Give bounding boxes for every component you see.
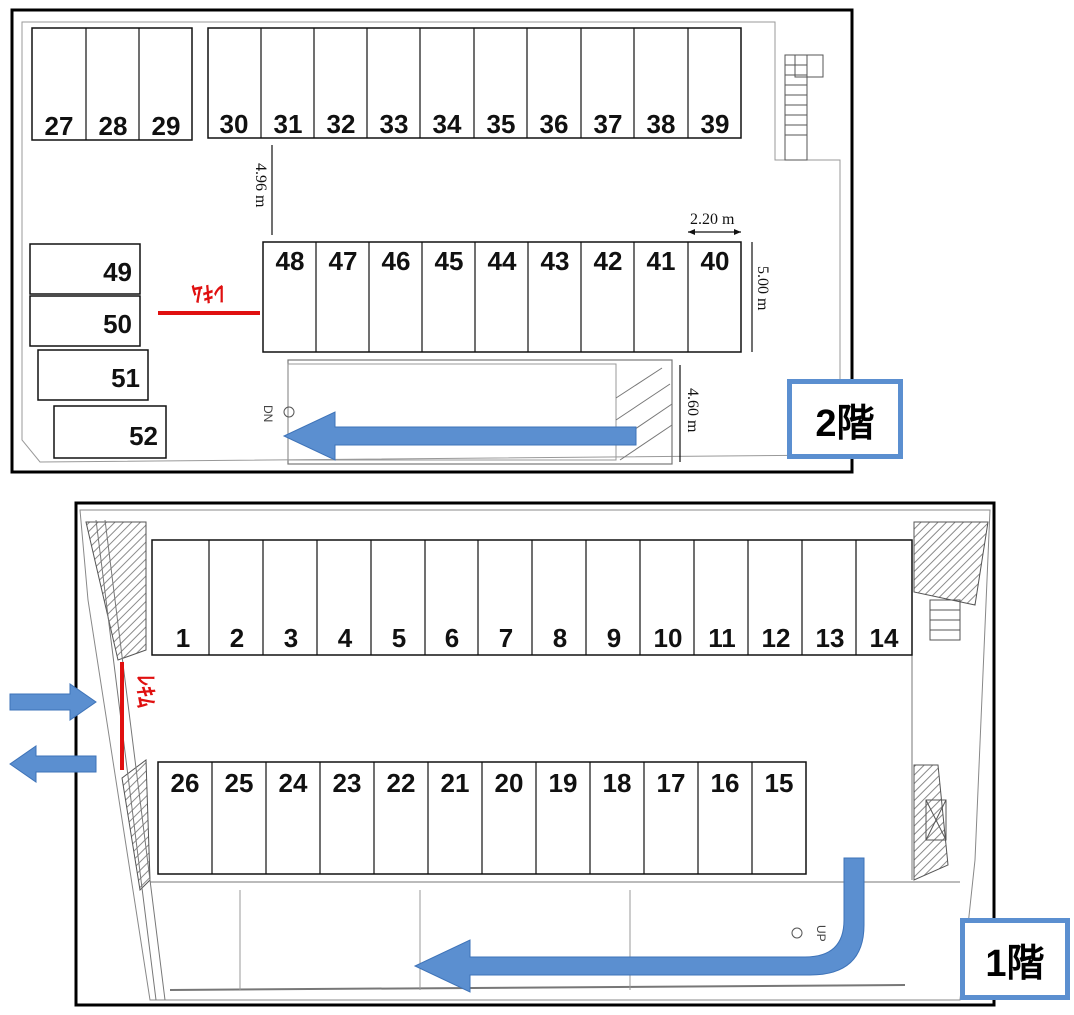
floor-2-entrance-marker: ﾚｷﾑ — [158, 280, 260, 315]
slot-18: 18 — [603, 768, 632, 798]
aisle-dimension: 4.96 m — [252, 145, 273, 235]
slot-33: 33 — [380, 109, 409, 139]
slot-48: 48 — [276, 246, 305, 276]
floor-2-direction-arrow — [282, 411, 637, 461]
slot-31: 31 — [274, 109, 303, 139]
slot-50: 50 — [103, 309, 132, 339]
floor-1-plan: 1 2 3 4 5 6 7 8 9 10 11 12 13 14 — [9, 501, 996, 1007]
slot-47: 47 — [329, 246, 358, 276]
slot-46: 46 — [382, 246, 411, 276]
slot-43: 43 — [541, 246, 570, 276]
slot-4: 4 — [338, 623, 353, 653]
slot-depth-dimension: 5.00 m — [751, 242, 771, 352]
slot-16: 16 — [711, 768, 740, 798]
floor-1-direction-arrow — [413, 857, 865, 993]
slot-42: 42 — [594, 246, 623, 276]
slot-2: 2 — [230, 623, 244, 653]
floor-2-slots-30-39: 30 31 32 33 34 35 36 37 38 39 — [207, 27, 742, 139]
slot-28: 28 — [99, 111, 128, 141]
slot-15: 15 — [765, 768, 794, 798]
slot-depth-label: 5.00 m — [754, 266, 771, 311]
slot-22: 22 — [387, 768, 416, 798]
slot-11: 11 — [708, 623, 736, 653]
slot-8: 8 — [553, 623, 567, 653]
slot-17: 17 — [657, 768, 686, 798]
slot-40: 40 — [701, 246, 730, 276]
slot-36: 36 — [540, 109, 569, 139]
slot-1: 1 — [176, 623, 190, 653]
floor-2-plan: 27 28 29 30 31 32 33 34 35 36 37 38 39 — [10, 8, 854, 474]
slot-26: 26 — [171, 768, 200, 798]
slot-5: 5 — [392, 623, 406, 653]
slot-32: 32 — [327, 109, 356, 139]
floor-2-ramp: DN 4.60 m — [261, 359, 701, 465]
exit-arrow — [9, 745, 97, 783]
slot-width-label: 2.20 m — [690, 211, 735, 228]
slot-27: 27 — [45, 111, 74, 141]
floor-1-slots-15-26: 26 25 24 23 22 21 20 19 18 17 16 15 — [157, 761, 807, 875]
slot-38: 38 — [647, 109, 676, 139]
entry-arrow — [9, 683, 97, 721]
slot-41: 41 — [647, 246, 676, 276]
stairs-icon — [784, 54, 824, 161]
aisle-width-label: 4.96 m — [252, 163, 269, 208]
floor-1-label: 1階 — [960, 918, 1070, 1000]
floor-1-frame — [74, 501, 996, 1007]
slot-29: 29 — [152, 111, 181, 141]
slot-52: 52 — [129, 421, 158, 451]
slot-9: 9 — [607, 623, 621, 653]
floor-2-label: 2階 — [787, 379, 903, 459]
slot-3: 3 — [284, 623, 298, 653]
ramp-width-label: 4.60 m — [684, 388, 701, 433]
slot-23: 23 — [333, 768, 362, 798]
slot-19: 19 — [549, 768, 578, 798]
slot-45: 45 — [435, 246, 464, 276]
floor-2-entrance-text: ﾚｷﾑ — [191, 280, 224, 305]
slot-12: 12 — [762, 623, 791, 653]
slot-51: 51 — [111, 363, 140, 393]
slot-14: 14 — [870, 623, 899, 653]
slot-13: 13 — [816, 623, 845, 653]
slot-24: 24 — [279, 768, 308, 798]
floor-1-entrance-text: ﾚｷﾑ — [132, 675, 157, 708]
slot-49: 49 — [103, 257, 132, 287]
slot-39: 39 — [701, 109, 730, 139]
floor-2-slots-49-52: 49 50 51 52 — [29, 243, 167, 459]
slot-20: 20 — [495, 768, 524, 798]
floor-2-frame — [10, 8, 854, 474]
slot-37: 37 — [594, 109, 623, 139]
slot-44: 44 — [488, 246, 517, 276]
floor-1-slots-1-14: 1 2 3 4 5 6 7 8 9 10 11 12 13 14 — [151, 539, 913, 656]
slot-6: 6 — [445, 623, 459, 653]
slot-30: 30 — [220, 109, 249, 139]
slot-width-dimension: 2.20 m — [688, 211, 741, 235]
floor-1-entrance-marker: ﾚｷﾑ — [120, 662, 157, 770]
floor-1-stairs-icon — [925, 599, 961, 841]
floor-1-ramp-label: UP — [814, 925, 828, 942]
slot-10: 10 — [654, 623, 683, 653]
floor-2-ramp-label: DN — [261, 405, 275, 422]
floor-2-slots-27-29: 27 28 29 — [31, 27, 193, 141]
slot-21: 21 — [441, 768, 470, 798]
floor-2-slots-40-48: 48 47 46 45 44 43 42 41 40 — [262, 241, 742, 353]
slot-25: 25 — [225, 768, 254, 798]
slot-35: 35 — [487, 109, 516, 139]
slot-34: 34 — [433, 109, 462, 139]
slot-7: 7 — [499, 623, 513, 653]
